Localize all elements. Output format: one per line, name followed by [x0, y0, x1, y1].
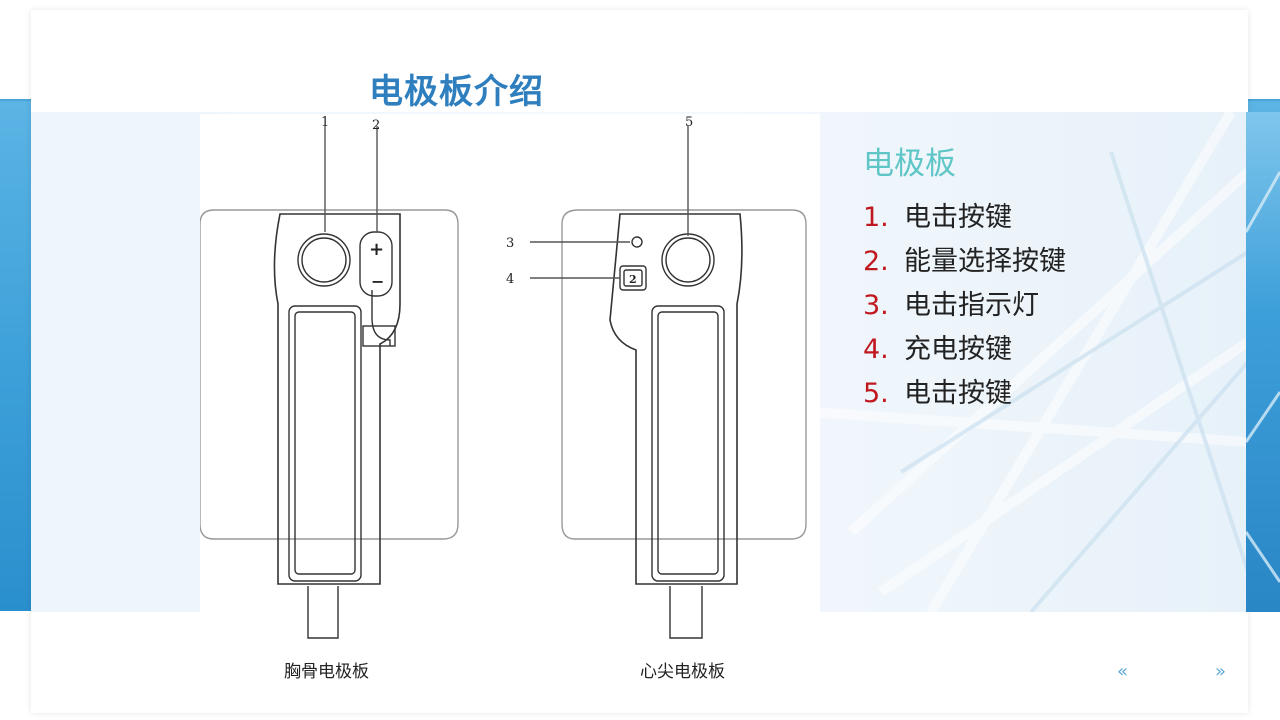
chevron-double-left-icon: «	[1117, 661, 1129, 682]
list-item-number: 5.	[863, 378, 889, 409]
callout-3: 3	[506, 236, 514, 251]
list-item-number: 1.	[863, 202, 889, 233]
callout-4: 4	[506, 272, 514, 287]
sternum-cable	[307, 586, 339, 639]
paddle-drawings: 1 2 5 3 4 + − 2	[200, 115, 807, 639]
sternum-paddle-caption: 胸骨电极板	[284, 662, 369, 682]
list-item-label: 充电按键	[904, 334, 1012, 365]
list-item: 5. 电击按键	[863, 372, 1066, 416]
right-decoration	[1246, 112, 1280, 612]
decorative-lines	[810, 112, 1248, 612]
paddle-diagram: 1 2 5 3 4 + − 2 胸骨电极板 心尖电极板	[200, 114, 820, 686]
apex-handle-grip	[651, 305, 725, 582]
right-decoration-lines	[1246, 171, 1280, 583]
sternum-handle-grip	[288, 305, 362, 582]
list-item: 3. 电击指示灯	[863, 284, 1066, 328]
list-item-label: 电击按键	[904, 202, 1012, 233]
energy-minus-symbol: −	[371, 272, 384, 291]
apex-cable	[669, 586, 703, 639]
energy-select-button	[359, 231, 393, 297]
list-item-label: 电击按键	[904, 378, 1012, 409]
paddle-parts-list: 1. 电击按键 2. 能量选择按键 3. 电击指示灯 4. 充电按键 5. 电击按键	[863, 196, 1066, 416]
list-item-number: 3.	[863, 290, 889, 321]
list-item: 4. 充电按键	[863, 328, 1066, 372]
slide-title: 电极板介绍	[369, 72, 544, 112]
prev-slide-button[interactable]: «	[1117, 661, 1128, 682]
callout-5: 5	[685, 115, 693, 130]
list-item-label: 电击指示灯	[904, 290, 1039, 321]
sternum-paddle-plate	[200, 209, 459, 540]
callout-1: 1	[321, 115, 329, 130]
apex-shock-button	[661, 233, 715, 287]
chevron-double-right-icon: »	[1215, 661, 1227, 682]
list-item-label: 能量选择按键	[904, 246, 1066, 277]
list-item-number: 2.	[863, 246, 889, 277]
panel-heading: 电极板	[863, 146, 956, 182]
callout-2: 2	[372, 118, 380, 133]
sternum-handle-outline	[273, 213, 401, 585]
sternum-shock-button	[297, 233, 351, 287]
charge-button-label: 2	[629, 273, 637, 286]
apex-paddle-plate	[561, 209, 807, 540]
list-item-number: 4.	[863, 334, 889, 365]
energy-plus-symbol: +	[369, 239, 384, 260]
apex-handle-outline	[609, 213, 743, 585]
list-item: 2. 能量选择按键	[863, 240, 1066, 284]
apex-paddle-caption: 心尖电极板	[640, 662, 725, 682]
next-slide-button[interactable]: »	[1215, 661, 1226, 682]
shock-indicator-light	[631, 236, 643, 248]
list-item: 1. 电击按键	[863, 196, 1066, 240]
